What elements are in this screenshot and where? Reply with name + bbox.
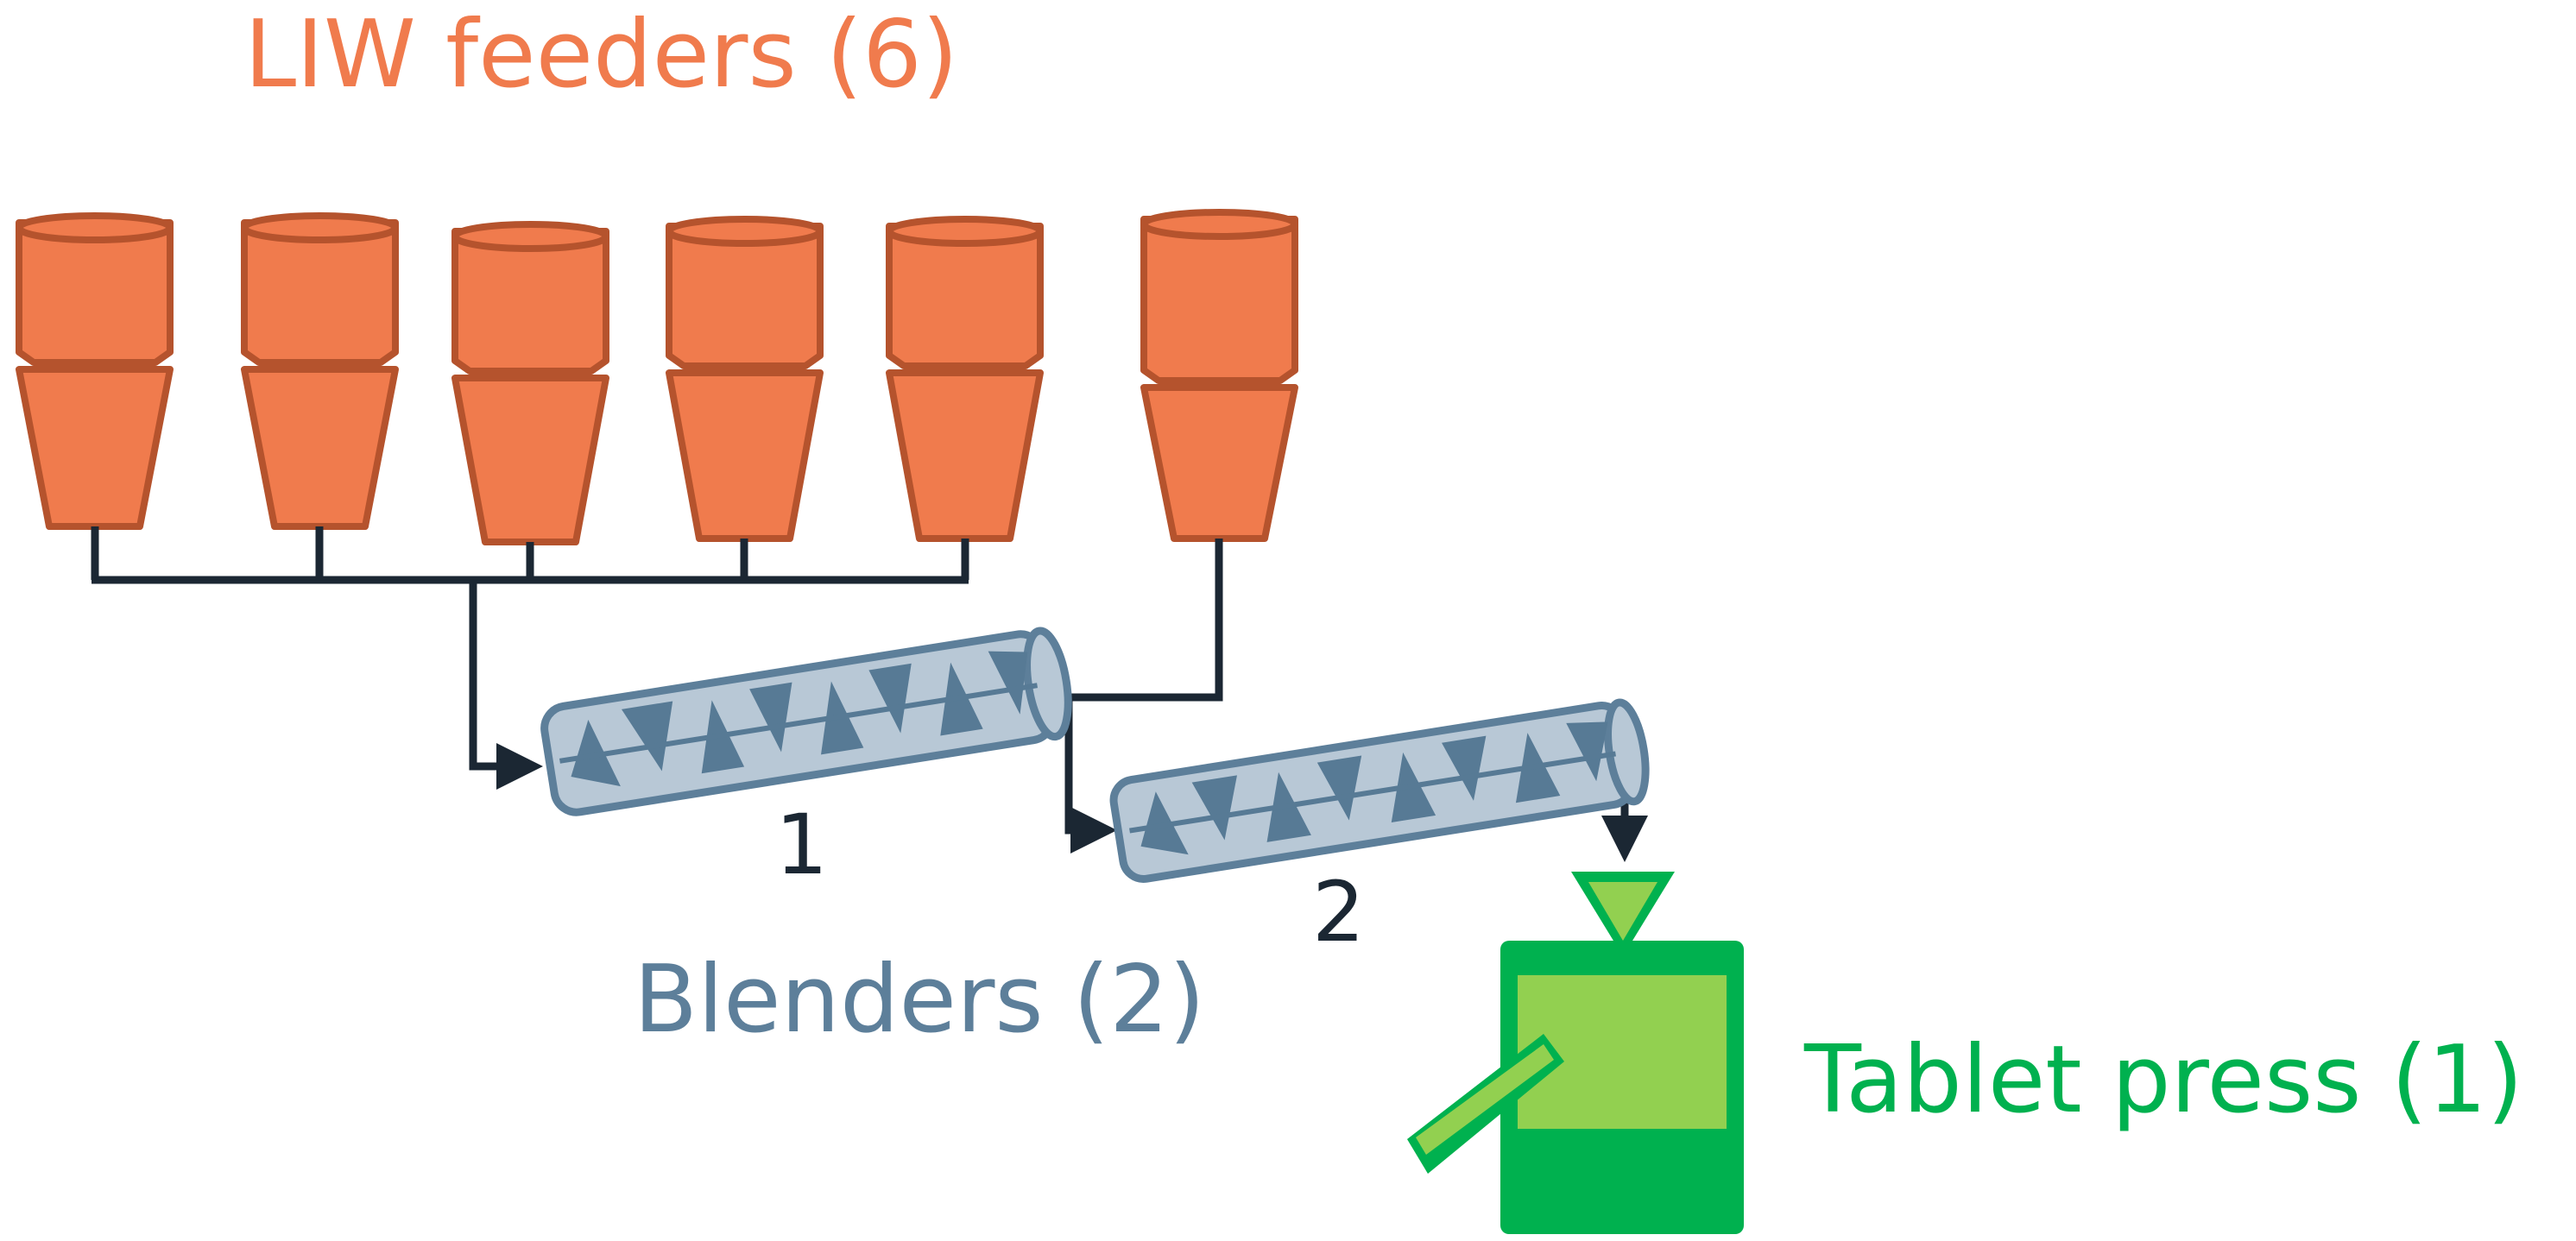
feeder-1 [16,212,174,530]
pipes [91,526,1648,862]
feed-to-blender-1-arrow [469,580,543,790]
blender-2-number: 2 [1312,864,1365,961]
blender-1-to-blender-2-arrow [1064,697,1117,854]
feeders-label: LIW feeders (6) [244,1,958,109]
tablet-press [1407,872,1744,1234]
blender-2 [1109,698,1650,883]
feeder-5 [886,216,1044,542]
tablet-press-label: Tablet press (1) [1803,1026,2523,1134]
feeders [16,209,1298,545]
feeder-6 [1140,209,1298,542]
feeder-4 [666,216,824,542]
press-chute [1407,1034,1564,1174]
blenders-label: Blenders (2) [634,946,1205,1054]
blender-1-number: 1 [775,797,828,893]
blender-1 [540,627,1072,816]
feeder-3 [451,221,609,545]
feeder-2 [241,212,399,530]
